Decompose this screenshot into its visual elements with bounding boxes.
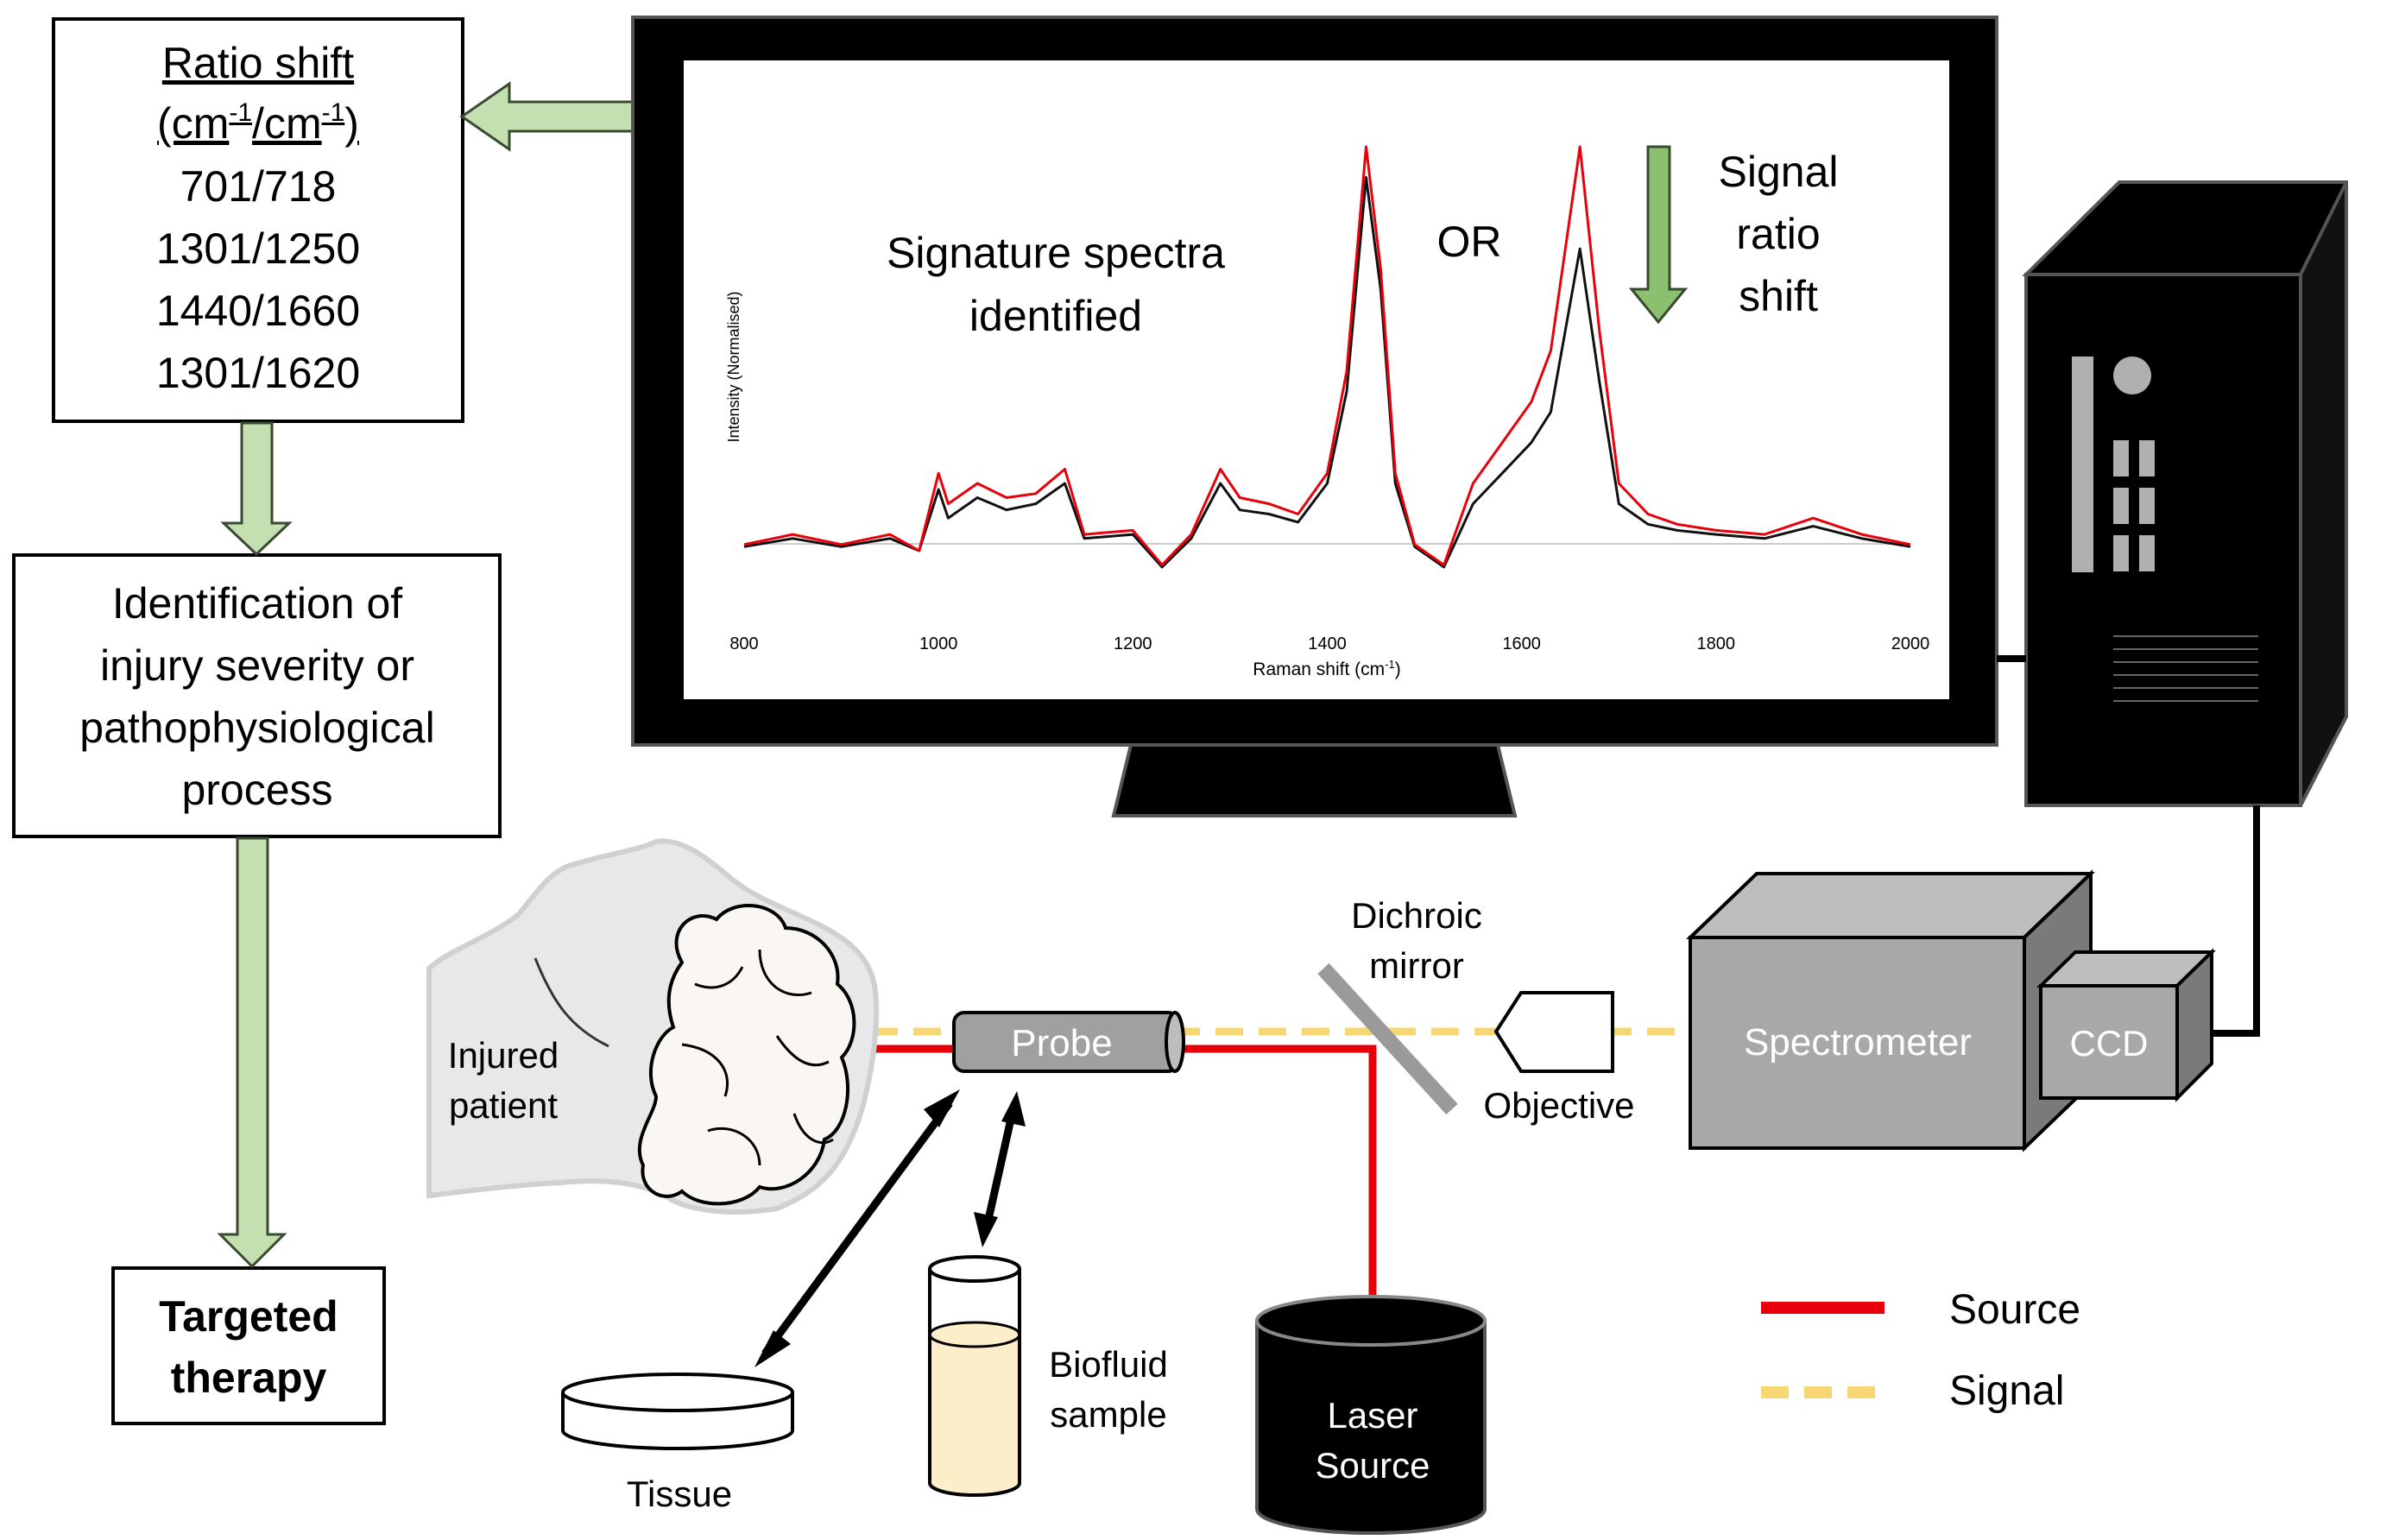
therapy-line-1: Targeted [159, 1292, 338, 1341]
legend-signal-label: Signal [1949, 1368, 2064, 1414]
therapy-line-2: therapy [171, 1354, 327, 1402]
spectrometer-label: Spectrometer [1744, 1021, 1972, 1063]
legend: Source Signal [1761, 1287, 2080, 1414]
annotation-signature-2: identified [969, 292, 1142, 340]
annotation-signature-1: Signature spectra [887, 229, 1225, 277]
ratio-1301-1620: 1301/1620 [156, 349, 360, 397]
x-tick-label: 1600 [1502, 634, 1541, 653]
power-button-icon [2113, 357, 2151, 394]
drive-slot [2072, 357, 2093, 572]
laser-label-2: Source [1315, 1445, 1430, 1486]
spectrum-series-line-1 [743, 176, 1911, 569]
x-tick-label: 1400 [1308, 634, 1347, 653]
tissue-label: Tissue [627, 1474, 732, 1514]
spectrometer: Spectrometer [1686, 869, 2095, 1152]
chart-xlabel: Raman shift (cm-1) [1253, 658, 1400, 679]
dichroic-label-2: mirror [1369, 945, 1464, 986]
double-arrow-tissue [754, 1089, 960, 1367]
probe-label: Probe [1011, 1022, 1112, 1064]
flow-arrow-monitor-to-ratio [459, 81, 634, 152]
chart-ylabel: Intensity (Normalised) [725, 291, 742, 442]
patient-head: Injured patient [426, 838, 880, 1215]
x-tick-label: 2000 [1891, 634, 1930, 653]
ratio-1301-1250: 1301/1250 [156, 224, 360, 273]
annotation-shift-1: Signal [1719, 148, 1839, 196]
annotation-or: OR [1437, 218, 1502, 266]
annotation-shift-3: shift [1739, 272, 1818, 320]
monitor [631, 16, 1998, 817]
legend-source-label: Source [1949, 1287, 2080, 1333]
identification-box: Identification of injury severity or pat… [12, 553, 502, 838]
identification-line-1: Identification of [112, 579, 402, 628]
ccd: CCD [2036, 948, 2216, 1102]
biofluid-label-1: Biofluid [1049, 1344, 1168, 1385]
identification-line-4: process [181, 766, 332, 814]
x-tick-label: 800 [729, 634, 758, 653]
ccd-cable [2210, 805, 2260, 1037]
ratio-box-unit: (cm-1/cm-1) [157, 98, 359, 148]
double-arrow-biofluid [974, 1091, 1026, 1247]
patient-label-1: Injured [448, 1035, 559, 1076]
ratio-shift-box: Ratio shift (cm-1/cm-1) 701/718 1301/125… [52, 17, 464, 423]
ratio-box-title: Ratio shift [162, 39, 354, 87]
source-path [870, 1045, 1377, 1321]
monitor-stand [1111, 743, 1518, 817]
raman-spectrum-chart: 800 1000 1200 1400 1600 1800 2000 Intensity (N… [725, 145, 1930, 679]
x-tick-label: 1800 [1697, 634, 1736, 653]
objective-icon [1493, 991, 1614, 1073]
spectrum-series-line-0 [743, 145, 1911, 566]
x-tick-label: 1000 [919, 634, 958, 653]
identification-line-3: pathophysiological [79, 704, 434, 752]
computer-tower [2022, 180, 2348, 807]
x-tick-label: 1200 [1114, 634, 1152, 653]
down-arrow-icon [1628, 145, 1689, 325]
patient-label-2: patient [449, 1085, 558, 1126]
biofluid-tube: Biofluid sample [928, 1255, 1168, 1497]
biofluid-label-2: sample [1050, 1394, 1166, 1435]
flow-arrow-identification-to-therapy [217, 836, 287, 1269]
ratio-1440-1660: 1440/1660 [156, 287, 360, 335]
ccd-label: CCD [2070, 1023, 2149, 1063]
laser-label-1: Laser [1327, 1395, 1417, 1436]
annotation-shift-2: ratio [1736, 210, 1820, 258]
identification-line-2: injury severity or [100, 641, 414, 690]
dichroic-label-1: Dichroic [1351, 895, 1482, 936]
dichroic-mirror [1317, 962, 1458, 1115]
targeted-therapy-box: Targeted therapy [111, 1266, 386, 1425]
probe: Probe [952, 1011, 1185, 1073]
objective-label: Objective [1483, 1085, 1634, 1126]
flow-arrow-ratio-to-identification [220, 421, 293, 557]
laser-source: Laser Source [1255, 1295, 1487, 1535]
tissue-dish: Tissue [561, 1373, 794, 1514]
ratio-701-718: 701/718 [180, 162, 337, 211]
